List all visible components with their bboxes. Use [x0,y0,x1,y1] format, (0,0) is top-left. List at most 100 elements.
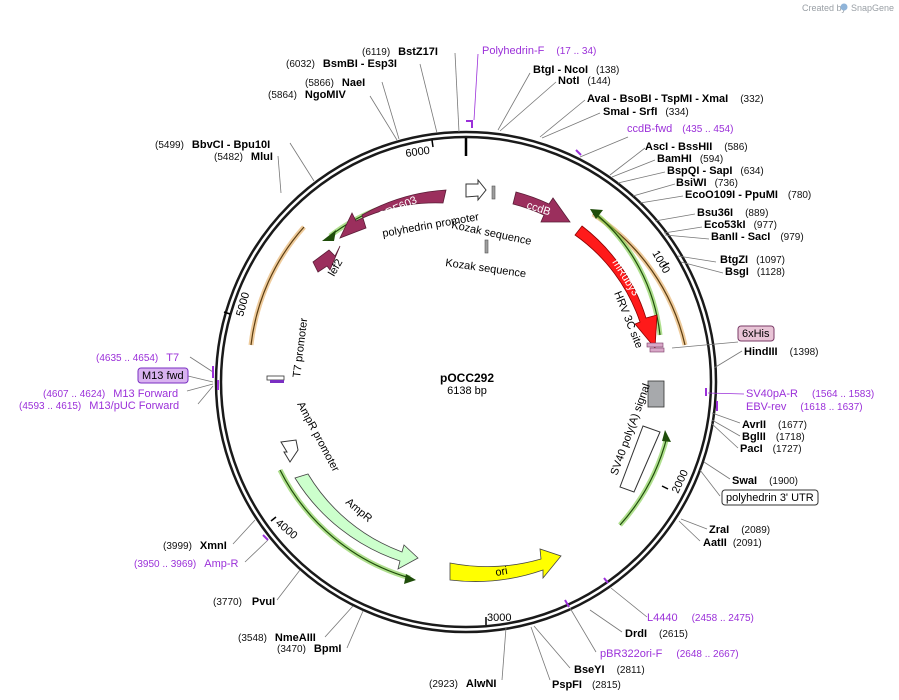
site-label-bpmi[interactable]: (3470)BpmI [277,643,341,655]
6xhis-box-bg [737,325,775,342]
green-arc-lower-right [619,436,668,526]
site-label-xmni[interactable]: (3999)XmnI [163,540,227,552]
site-label-bglii[interactable]: BglII(1718) [742,431,805,443]
leader-eco53ki [663,226,703,234]
leader-naei [381,81,400,140]
site-label-bspqi-sapi[interactable]: BspQI - SapI(634) [667,165,764,177]
site-label-ngomiv[interactable]: (5864)NgoMIV [268,89,347,101]
primer-label-pbr322ori-f[interactable]: pBR322ori-F(2648 .. 2667) [600,648,739,660]
credit-prefix: Created by [802,3,847,13]
site-label-asci-bsshii[interactable]: AscI - BssHII(586) [645,141,748,153]
mruby3-arrow [574,225,658,350]
leader-pspfi [530,626,551,681]
site-label-zrai[interactable]: ZraI(2089) [709,524,770,536]
ori-label: ori [494,565,508,579]
site-label-banii-saci[interactable]: BanII - SacI(979) [711,231,804,243]
site-label-bstz17i[interactable]: (6119)BstZ17I [362,46,438,58]
primer-label-l4440[interactable]: L4440(2458 .. 2475) [647,612,754,624]
leader-alwni [501,627,507,681]
site-label-mlui[interactable]: (5482)MluI [214,151,273,163]
site-label-bsiwi[interactable]: BsiWI(736) [676,177,738,189]
site-label-btgi-ncoi[interactable]: BtgI - NcoI(138) [533,64,619,76]
lef2-arrow [312,245,341,273]
leader-bglii [711,419,741,437]
primer-label-ccdb-fwd[interactable]: ccdB-fwd(435 .. 454) [627,123,733,135]
t7-primer-marker [270,380,284,383]
credit-brand: SnapGene [851,3,894,13]
polyhedrin-3utr-box [619,425,661,493]
site-label-pspfi[interactable]: PspFI(2815) [552,679,621,691]
primer-label-amp-r[interactable]: (3950 .. 3969)Amp-R [134,558,239,570]
6xhis-marker [649,347,665,353]
leader-ecoo109i [639,195,684,204]
tick-4000 [270,516,277,522]
leader-bseyi [533,625,571,669]
primer-label-polyhedrin-f[interactable]: Polyhedrin-F(17 .. 34) [482,45,596,57]
primer-marks [212,53,745,608]
orange-arc-left-glow [248,225,306,346]
orange-arc-left [250,226,305,346]
leader-btgzi [677,255,717,263]
site-label-avrii[interactable]: AvrII(1677) [742,419,807,431]
site-label-avai-group[interactable]: AvaI - BsoBI - TspMI - XmaI(332) [587,93,764,105]
ccdb-arrow [512,191,571,223]
kozak-marker-1 [491,185,496,200]
site-label-bseyi[interactable]: BseYI(2811) [574,664,645,676]
polyhedrin-3utr-labelbox[interactable]: polyhedrin 3' UTR [721,489,819,506]
polyhedrin-3utr-box-bg [721,489,819,506]
right-site-labels: BtgI - NcoI(138) NotI(144) AvaI - BsoBI … [533,64,819,691]
ccdb-label: ccdB [525,199,552,218]
ampr-arrow [294,473,419,570]
kozak-label-1: Kozak sequence [450,219,532,248]
6xhis-box[interactable]: 6xHis [737,325,775,342]
primer-label-sv40pa-r[interactable]: SV40pA-R(1564 .. 1583) [746,388,874,400]
leader-zrai [680,518,708,530]
m13-fwd-box[interactable]: M13 fwd [137,367,189,384]
site-label-alwni[interactable]: (2923)AlwNI [429,678,496,690]
leader-asci [609,147,646,176]
orf603-arrow [339,189,447,239]
leader-paci [710,422,739,449]
site-label-hindiii[interactable]: HindIII(1398) [744,346,819,358]
site-label-swai[interactable]: SwaI(1900) [732,475,798,487]
sv40-pa-box [647,380,665,408]
site-label-pvui[interactable]: (3770)PvuI [213,596,275,608]
site-label-ecoo109i-ppumi[interactable]: EcoO109I - PpuMI(780) [685,189,811,201]
primer-label-m13-forward[interactable]: (4607 .. 4624)M13 Forward [43,388,178,400]
site-label-btgzi[interactable]: BtgZI(1097) [720,254,785,266]
primer-l4440-mark [603,577,609,584]
site-label-bamhi[interactable]: BamHI(594) [657,153,723,165]
leader-amp-r [244,539,269,563]
leader-xmni [232,519,256,545]
leader-drdi [589,609,623,633]
tick-1000 [662,262,670,267]
primer-label-m13-puc-forward[interactable]: (4593 .. 4615)M13/pUC Forward [19,400,179,412]
site-label-paci[interactable]: PacI(1727) [740,443,802,455]
backbone-outer-ring [214,130,718,634]
site-label-drdi[interactable]: DrdI(2615) [625,628,688,640]
m13-fwd-label: M13 fwd [142,370,184,382]
site-label-eco53ki[interactable]: Eco53kI(977) [704,219,777,231]
leader-pbr322ori [569,607,597,653]
snapgene-credit: Created by SnapGene [802,3,894,13]
site-label-naei[interactable]: (5866)NaeI [305,77,365,89]
primer-label-t7[interactable]: (4635 .. 4654)T7 [96,352,179,364]
leader-noti [499,81,557,132]
leader-m13fwd [187,375,214,383]
site-label-bsmbi-esp3i[interactable]: (6032)BsmBI - Esp3I [286,58,397,70]
leader-swai [703,461,731,480]
green-arc-right [595,213,661,336]
tick-label-2000: 2000 [670,468,691,495]
site-label-noti[interactable]: NotI(144) [558,75,611,87]
site-label-nmeaiii[interactable]: (3548)NmeAIII [238,632,316,644]
site-label-bsgi[interactable]: BsgI(1128) [725,266,785,278]
t7-promoter-marker [266,375,285,381]
site-label-aatii[interactable]: AatII(2091) [703,537,762,549]
site-label-bsu36i[interactable]: Bsu36I(889) [697,207,768,219]
leader-l4440 [610,587,648,618]
site-label-bbvci-bpu10i[interactable]: (5499)BbvCI - Bpu10I [155,139,270,151]
green-arc-top-arrow [322,230,336,241]
primer-label-ebv-rev[interactable]: EBV-rev(1618 .. 1637) [746,401,863,413]
site-label-smai-srfi[interactable]: SmaI - SrfI(334) [603,106,689,118]
